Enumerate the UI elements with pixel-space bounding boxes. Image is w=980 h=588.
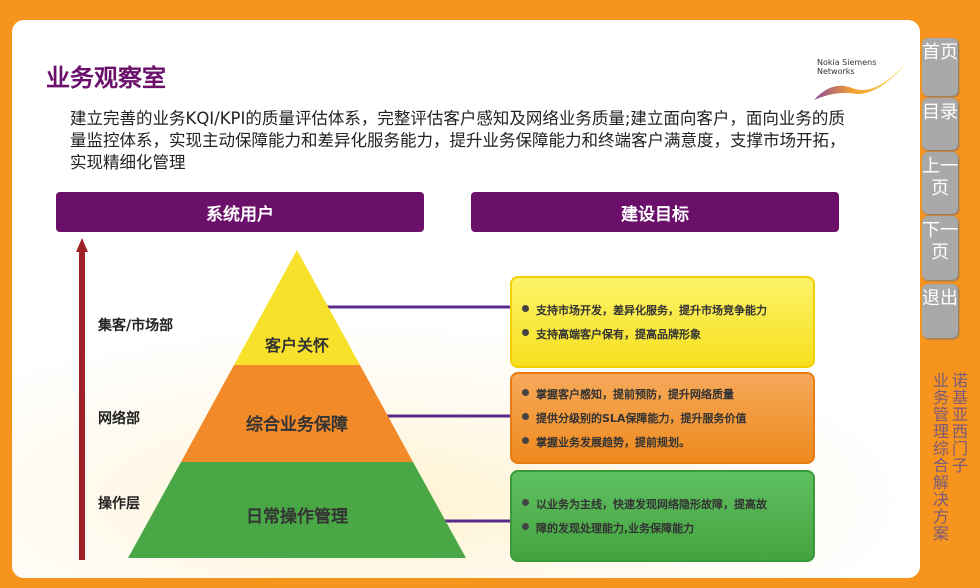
goal-item: 掌握业务发展趋势，提前规划。 (522, 434, 803, 450)
pyramid-label: 客户关怀 (264, 336, 329, 355)
goal-box-market: 支持市场开发，差异化服务，提升市场竞争能力 支持高端客户保有，提高品牌形象 (510, 276, 815, 368)
pyramid-tier-middle (181, 365, 413, 462)
pyramid-tier-top (234, 250, 360, 365)
side-company-text: 诺基亚西门子 (951, 371, 968, 475)
goal-box-operations: 以业务为主线，快速发现网络隐形故障，提高故 障的发现处理能力,业务保障能力 (510, 470, 815, 562)
nav-next-button[interactable]: 下一页 (922, 216, 958, 280)
goal-item: 以业务为主线，快速发现网络隐形故障，提高故 (522, 496, 803, 512)
nav-exit-button[interactable]: 退出 (922, 284, 958, 338)
pyramid-tier-bottom (128, 462, 466, 558)
level-label: 网络部 (98, 411, 140, 427)
logo-line1: Nokia Siemens (817, 58, 877, 67)
pyramid-label: 日常操作管理 (246, 507, 348, 527)
goal-item: 障的发现处理能力,业务保障能力 (522, 520, 803, 536)
goal-box-network: 掌握客户感知，提前预防，提升网络质量 提供分级别的SLA保障能力，提升服务价值 … (510, 372, 815, 464)
logo-wave-icon (814, 58, 910, 100)
nav-toc-button[interactable]: 目录 (922, 98, 958, 150)
nav-prev-button[interactable]: 上一页 (922, 152, 958, 214)
header-system-users: 系统用户 (56, 192, 424, 232)
arrow-shaft (79, 250, 85, 560)
header-goals: 建设目标 (471, 192, 839, 232)
nav-home-button[interactable]: 首页 (922, 38, 958, 96)
side-product-text: 业务管理综合解决方案 (932, 371, 949, 543)
pyramid-label: 综合业务保障 (246, 415, 348, 435)
intro-text: 建立完善的业务KQI/KPI的质量评估体系，完整评估客户感知及网络业务质量;建立… (70, 109, 846, 172)
arrow-head (76, 238, 88, 252)
page-title: 业务观察室 (46, 64, 166, 92)
level-label: 集客/市场部 (98, 318, 174, 334)
goal-item: 支持高端客户保有，提高品牌形象 (522, 326, 803, 342)
logo-line2: Networks (817, 67, 855, 76)
goal-item: 提供分级别的SLA保障能力，提升服务价值 (522, 410, 803, 426)
level-label: 操作层 (98, 496, 140, 512)
pyramid-diagram (76, 238, 510, 560)
goal-item: 支持市场开发，差异化服务，提升市场竞争能力 (522, 302, 803, 318)
goal-item: 掌握客户感知，提前预防，提升网络质量 (522, 386, 803, 402)
